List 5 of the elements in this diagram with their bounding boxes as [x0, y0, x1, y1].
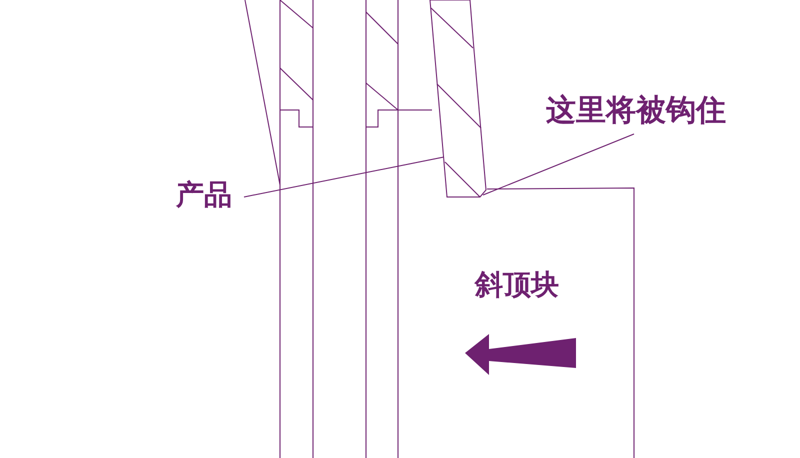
block-label: 斜顶块 — [475, 271, 559, 299]
leader-line — [482, 134, 634, 196]
leader-line — [244, 156, 444, 198]
callout-label: 这里将被钩住 — [546, 96, 726, 126]
part-label: 产品 — [176, 181, 232, 209]
